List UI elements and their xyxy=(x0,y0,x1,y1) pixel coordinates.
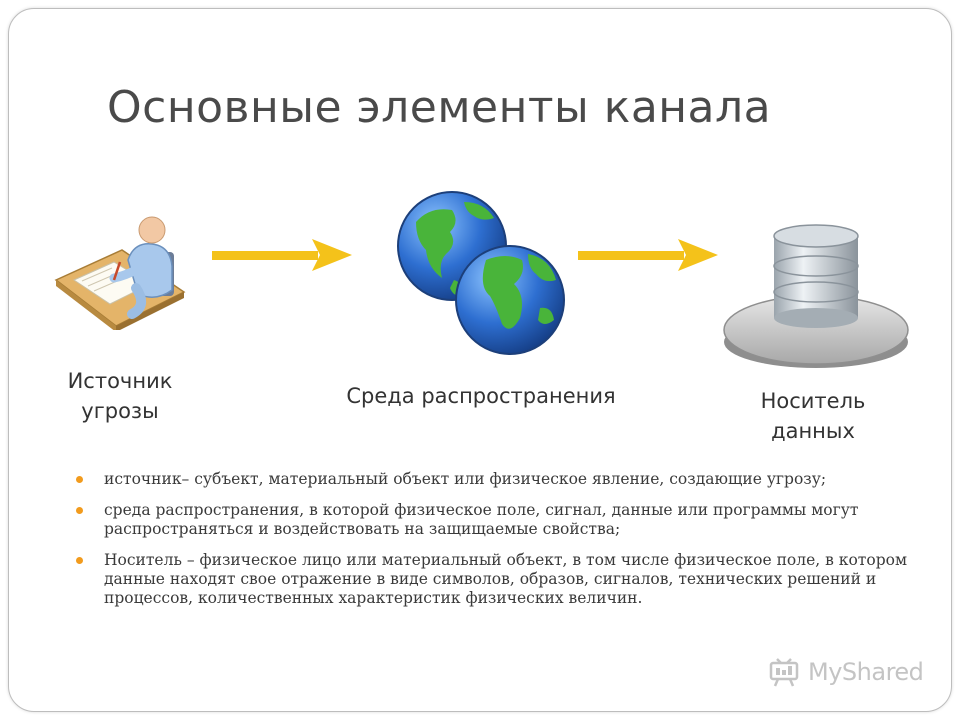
bullet-item-carrier: Носитель – физическое лицо или материаль… xyxy=(76,551,916,608)
label-medium: Среда распространения xyxy=(346,384,616,408)
watermark-text: MyShared xyxy=(808,658,924,686)
watermark-logo: MyShared xyxy=(768,657,924,687)
bullet-item-source: источник– субъект, материальный объект и… xyxy=(76,470,916,489)
slide-title: Основные элементы канала xyxy=(107,82,772,133)
myshared-logo-icon xyxy=(769,658,799,687)
globes-icon xyxy=(397,191,565,355)
label-source: Источник угрозы xyxy=(67,369,173,423)
person-at-desk-icon xyxy=(54,216,186,330)
database-icon xyxy=(723,224,909,368)
bullet-item-medium: среда распространения, в которой физичес… xyxy=(76,501,916,539)
right-arrow-icon xyxy=(212,239,352,271)
right-arrow-icon xyxy=(578,239,718,271)
label-carrier: Носитель данных xyxy=(760,389,866,443)
bullet-list: источник– субъект, материальный объект и… xyxy=(76,470,916,620)
